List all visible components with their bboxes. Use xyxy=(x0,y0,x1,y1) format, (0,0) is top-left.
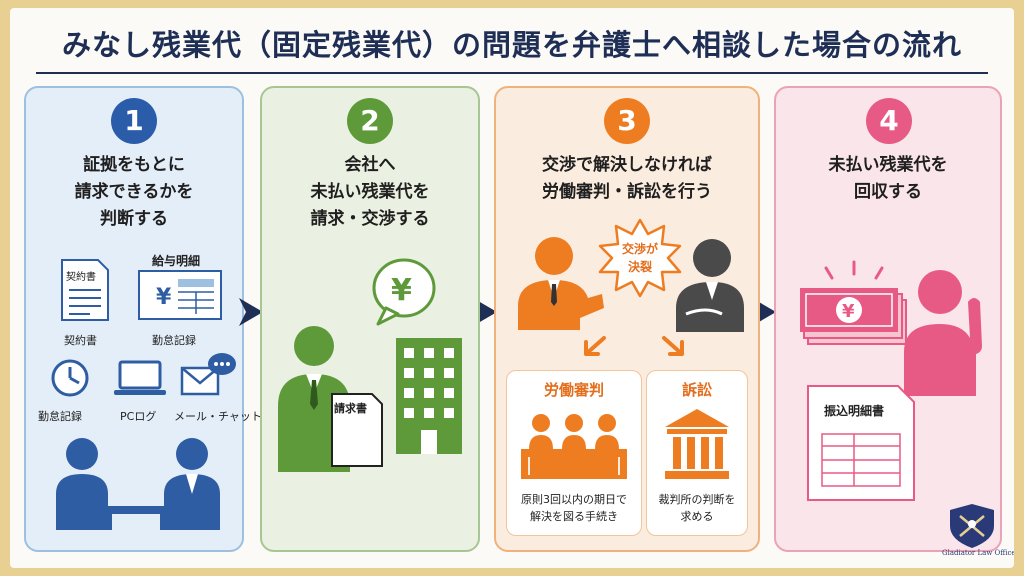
split-arrow-right xyxy=(662,336,684,356)
flow-arrow-1-to-2 xyxy=(239,298,263,326)
person-pink-icon xyxy=(904,270,982,396)
step-3-panel: 3 交渉で解決しなければ 労働審判・訴訟を行う 交渉が 決裂 xyxy=(494,86,760,552)
mail-chat-icon xyxy=(180,353,236,396)
person-orange-icon xyxy=(518,237,604,330)
labor-tribunal-box: 労働審判 原則3回以内の期日で 解決を図る手続き xyxy=(506,370,642,536)
step-4-heading: 未払い残業代を 回収する xyxy=(828,155,948,202)
invoice-document-icon xyxy=(331,393,383,467)
bubble-yen-glyph: ¥ xyxy=(391,273,412,308)
lawsuit-title: 訴訟 xyxy=(681,381,712,399)
labor-tribunal-description: 原則3回以内の期日で 解決を図る手続き xyxy=(521,493,627,523)
contract-document-icon xyxy=(61,259,109,321)
laptop-icon xyxy=(114,360,166,395)
payslip-title: 給与明細 xyxy=(152,254,201,268)
step-3-heading: 交渉で解決しなければ 労働審判・訴訟を行う xyxy=(542,155,712,202)
step-2-heading: 会社へ 未払い残業代を 請求・交渉する xyxy=(310,155,430,229)
step-1-number-badge: 1 xyxy=(111,98,157,144)
lawsuit-description: 裁判所の判断を 求める xyxy=(658,493,736,523)
transfer-slip-label: 振込明細書 xyxy=(824,404,885,418)
lawsuit-box: 訴訟 裁判所の判断を 求める xyxy=(646,370,748,536)
step-2-panel: 2 会社へ 未払い残業代を 請求・交渉する ¥ 請求書 xyxy=(260,86,480,552)
split-arrow-left xyxy=(584,336,606,356)
label-mail-chat: メール・チャット xyxy=(174,410,262,423)
money-bills-icon: ¥ xyxy=(800,260,907,345)
bill-yen-glyph: ¥ xyxy=(842,301,855,322)
office-building-icon xyxy=(396,338,462,454)
clock-icon xyxy=(51,359,89,397)
consultation-people-icon xyxy=(56,438,220,530)
label-attendance-bottom: 勤怠記録 xyxy=(38,410,82,423)
step-3-number-badge: 3 xyxy=(604,98,650,144)
person-dark-icon xyxy=(676,239,744,332)
tribunal-panel-icon xyxy=(521,414,627,479)
yen-speech-bubble-icon: ¥ xyxy=(372,258,436,326)
transfer-slip-icon xyxy=(807,385,915,501)
label-contract: 契約書 xyxy=(64,334,97,347)
courthouse-icon xyxy=(665,409,729,479)
label-pc-log: PCログ xyxy=(120,410,157,423)
payslip-icon: ¥ xyxy=(138,270,222,320)
law-office-logo-text: Gladiator Law Office xyxy=(942,549,1014,557)
invoice-label: 請求書 xyxy=(334,402,367,415)
label-attendance-top: 勤怠記録 xyxy=(152,334,196,347)
step-1-panel: 1 証拠をもとに 請求できるかを 判断する 契約書 給与明細 ¥ 契約書 勤怠記… xyxy=(24,86,262,552)
title-divider xyxy=(36,72,988,74)
page-title: みなし残業代（固定残業代）の問題を弁護士へ相談した場合の流れ xyxy=(61,28,962,62)
infographic-frame: みなし残業代（固定残業代）の問題を弁護士へ相談した場合の流れ 1 証拠をもとに … xyxy=(10,8,1014,568)
labor-tribunal-title: 労働審判 xyxy=(543,381,604,399)
payslip-yen-glyph: ¥ xyxy=(156,285,172,310)
step-4-panel: 4 未払い残業代を 回収する ¥ 振込明細書 xyxy=(774,86,1002,552)
burst-text: 交渉が 決裂 xyxy=(621,242,658,274)
law-office-shield-logo xyxy=(950,504,994,548)
negotiation-breakdown-burst xyxy=(598,218,682,298)
contract-doc-title: 契約書 xyxy=(66,272,96,283)
step-1-heading: 証拠をもとに 請求できるかを 判断する xyxy=(74,155,194,229)
step-4-number-badge: 4 xyxy=(866,98,912,144)
step-2-number-badge: 2 xyxy=(347,98,393,144)
